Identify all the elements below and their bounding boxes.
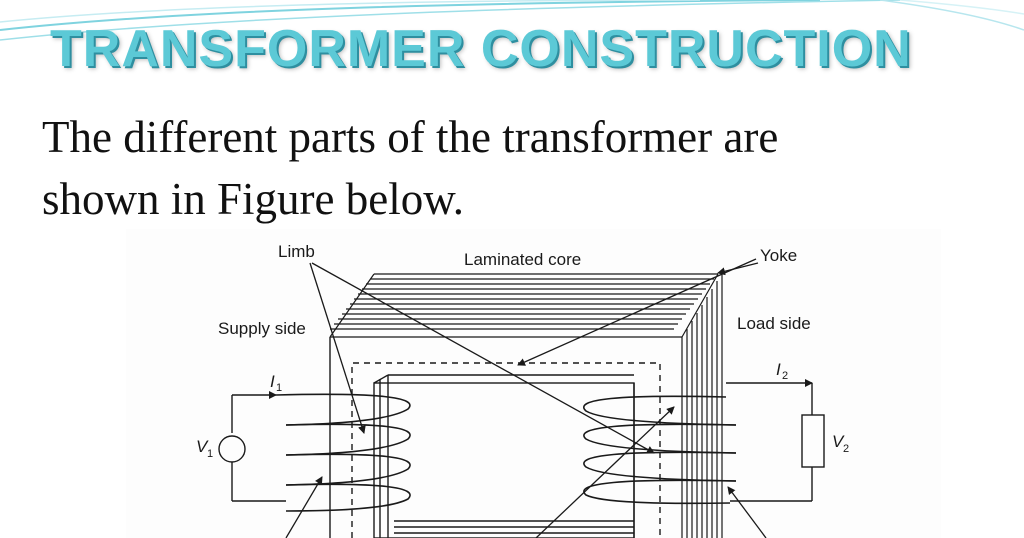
load-circuit <box>726 379 825 502</box>
primary-winding <box>275 393 411 512</box>
label-v2: V <box>832 432 845 451</box>
body-line-1: The different parts of the transformer a… <box>42 112 779 162</box>
label-laminated-core: Laminated core <box>464 250 581 269</box>
pointer-arrows <box>285 258 767 538</box>
laminated-core-right <box>681 274 723 538</box>
laminated-core-top <box>329 273 719 338</box>
transformer-figure: Limb Laminated core Yoke Supply side Loa… <box>126 229 941 538</box>
label-v1-sub: 1 <box>207 448 213 460</box>
label-load-side: Load side <box>737 314 811 333</box>
label-supply-side: Supply side <box>218 319 306 338</box>
label-i2: I <box>776 360 781 379</box>
label-yoke: Yoke <box>760 246 797 265</box>
flux-path-dashed <box>351 362 661 538</box>
body-line-2: shown in Figure below. <box>42 174 465 224</box>
slide-body-text: The different parts of the transformer a… <box>42 106 1002 230</box>
label-v2-sub: 2 <box>843 443 849 455</box>
label-v1: V <box>196 437 209 456</box>
label-i1-sub: 1 <box>276 382 282 394</box>
core-front-face <box>329 337 635 538</box>
label-i1: I <box>270 372 275 391</box>
wave-decoration <box>0 0 1024 41</box>
supply-circuit <box>218 391 286 502</box>
slide-title: TRANSFORMER CONSTRUCTION <box>50 20 912 78</box>
load-resistor-icon <box>801 414 825 468</box>
label-limb: Limb <box>278 242 315 261</box>
voltage-source-icon <box>218 435 246 463</box>
label-i2-sub: 2 <box>782 370 788 382</box>
transformer-diagram: Limb Laminated core Yoke Supply side Loa… <box>196 242 849 538</box>
